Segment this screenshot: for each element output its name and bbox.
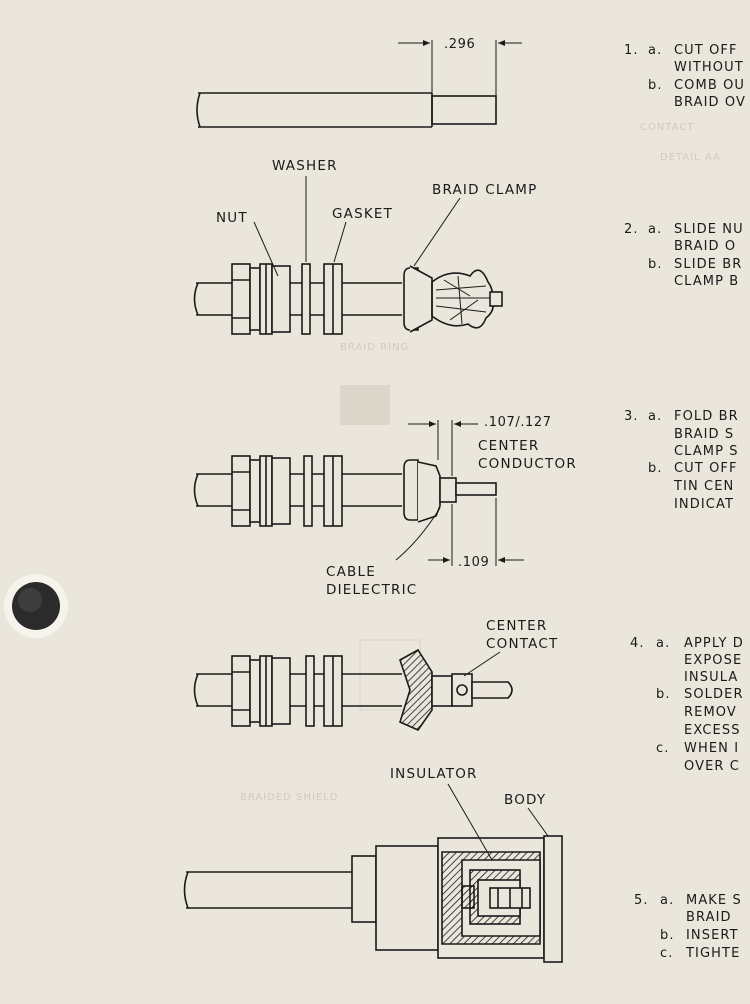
gasket-label: GASKET bbox=[332, 206, 393, 222]
figure-4 bbox=[193, 648, 513, 731]
figure-5 bbox=[183, 835, 563, 963]
step-4b-line-1: SOLDER bbox=[684, 687, 744, 702]
step-5-number: 5. bbox=[634, 893, 649, 908]
insulator-label: INSULATOR bbox=[390, 766, 478, 782]
step-2b-line-2: CLAMP B bbox=[674, 274, 739, 289]
figure-3 bbox=[193, 455, 497, 527]
center-conductor-label-2: CONDUCTOR bbox=[478, 456, 577, 472]
step-4b-line-2: REMOV bbox=[684, 705, 737, 720]
svg-text:CONTACT: CONTACT bbox=[640, 122, 694, 133]
figure-5-leaders bbox=[447, 783, 549, 861]
step-2b-marker: b. bbox=[648, 257, 663, 272]
center-contact-label-2: CONTACT bbox=[486, 636, 558, 652]
bleed-through: CONTACT DETAIL AA BRAID RING BRAIDED SHI… bbox=[240, 122, 721, 873]
step-3a-line-1: FOLD BR bbox=[674, 409, 739, 424]
steps-column: 1. a. CUT OFF WITHOUT b. COMB OU BRAID O… bbox=[624, 43, 746, 961]
step-1b-line-1: COMB OU bbox=[674, 78, 745, 93]
step-4c-line-1: WHEN I bbox=[684, 741, 739, 756]
step-5a-line-2: BRAID bbox=[686, 910, 732, 925]
step-5c-line-1: TIGHTE bbox=[685, 946, 740, 961]
figure-2 bbox=[193, 263, 503, 335]
step-2a-marker: a. bbox=[648, 222, 662, 237]
figure-1 bbox=[196, 40, 522, 128]
step-3a-marker: a. bbox=[648, 409, 662, 424]
body-label: BODY bbox=[504, 792, 546, 808]
step-3b-line-2: TIN CEN bbox=[673, 479, 734, 494]
step-5a-marker: a. bbox=[660, 893, 674, 908]
step-5b-line-1: INSERT bbox=[686, 928, 739, 943]
step-4a-line-1: APPLY D bbox=[684, 636, 744, 651]
figure-3-dimensions bbox=[395, 420, 524, 566]
step-1a-line-1: CUT OFF bbox=[674, 43, 738, 58]
step-3-number: 3. bbox=[624, 409, 639, 424]
step-4a-line-2: EXPOSE bbox=[684, 653, 742, 668]
step-4-number: 4. bbox=[630, 636, 645, 651]
hole-punch bbox=[4, 574, 68, 638]
dimension-109: .109 bbox=[458, 555, 489, 570]
step-4c-marker: c. bbox=[656, 741, 669, 756]
svg-text:DETAIL AA: DETAIL AA bbox=[660, 152, 721, 163]
cable-dielectric-label-2: DIELECTRIC bbox=[326, 582, 417, 598]
center-contact-label-1: CENTER bbox=[486, 618, 547, 634]
center-conductor-label-1: CENTER bbox=[478, 438, 539, 454]
dimension-296: .296 bbox=[444, 37, 475, 52]
step-4c-line-2: OVER C bbox=[684, 759, 740, 774]
nut-label: NUT bbox=[216, 210, 248, 226]
washer-label: WASHER bbox=[272, 158, 338, 174]
step-2b-line-1: SLIDE BR bbox=[674, 257, 742, 272]
step-2a-line-2: BRAID O bbox=[674, 239, 736, 254]
step-4b-line-3: EXCESS bbox=[684, 723, 741, 738]
step-1b-marker: b. bbox=[648, 78, 663, 93]
dimension-107-127: .107/.127 bbox=[484, 415, 552, 430]
cable-break bbox=[196, 92, 201, 128]
step-3b-marker: b. bbox=[648, 461, 663, 476]
step-3a-line-2: BRAID S bbox=[674, 427, 734, 442]
step-3b-line-1: CUT OFF bbox=[674, 461, 738, 476]
step-4a-line-3: INSULA bbox=[684, 670, 738, 685]
figure-2-leaders bbox=[253, 176, 461, 277]
step-3b-line-3: INDICAT bbox=[674, 497, 734, 512]
step-1a-marker: a. bbox=[648, 43, 662, 58]
svg-text:BRAID RING: BRAID RING bbox=[340, 342, 409, 353]
step-2a-line-1: SLIDE NU bbox=[674, 222, 744, 237]
step-1a-line-2: WITHOUT bbox=[674, 60, 744, 75]
center-contact-leader bbox=[463, 651, 501, 677]
svg-text:BRAIDED SHIELD: BRAIDED SHIELD bbox=[240, 792, 339, 803]
cable-dielectric-label-1: CABLE bbox=[326, 564, 376, 580]
step-5b-marker: b. bbox=[660, 928, 675, 943]
step-4a-marker: a. bbox=[656, 636, 670, 651]
step-5c-marker: c. bbox=[660, 946, 673, 961]
step-2-number: 2. bbox=[624, 222, 639, 237]
step-1-number: 1. bbox=[624, 43, 639, 58]
step-4b-marker: b. bbox=[656, 687, 671, 702]
step-3a-line-3: CLAMP S bbox=[674, 444, 739, 459]
braid-clamp-label: BRAID CLAMP bbox=[432, 182, 537, 198]
step-5a-line-1: MAKE S bbox=[686, 893, 742, 908]
step-1b-line-2: BRAID OV bbox=[674, 95, 746, 110]
